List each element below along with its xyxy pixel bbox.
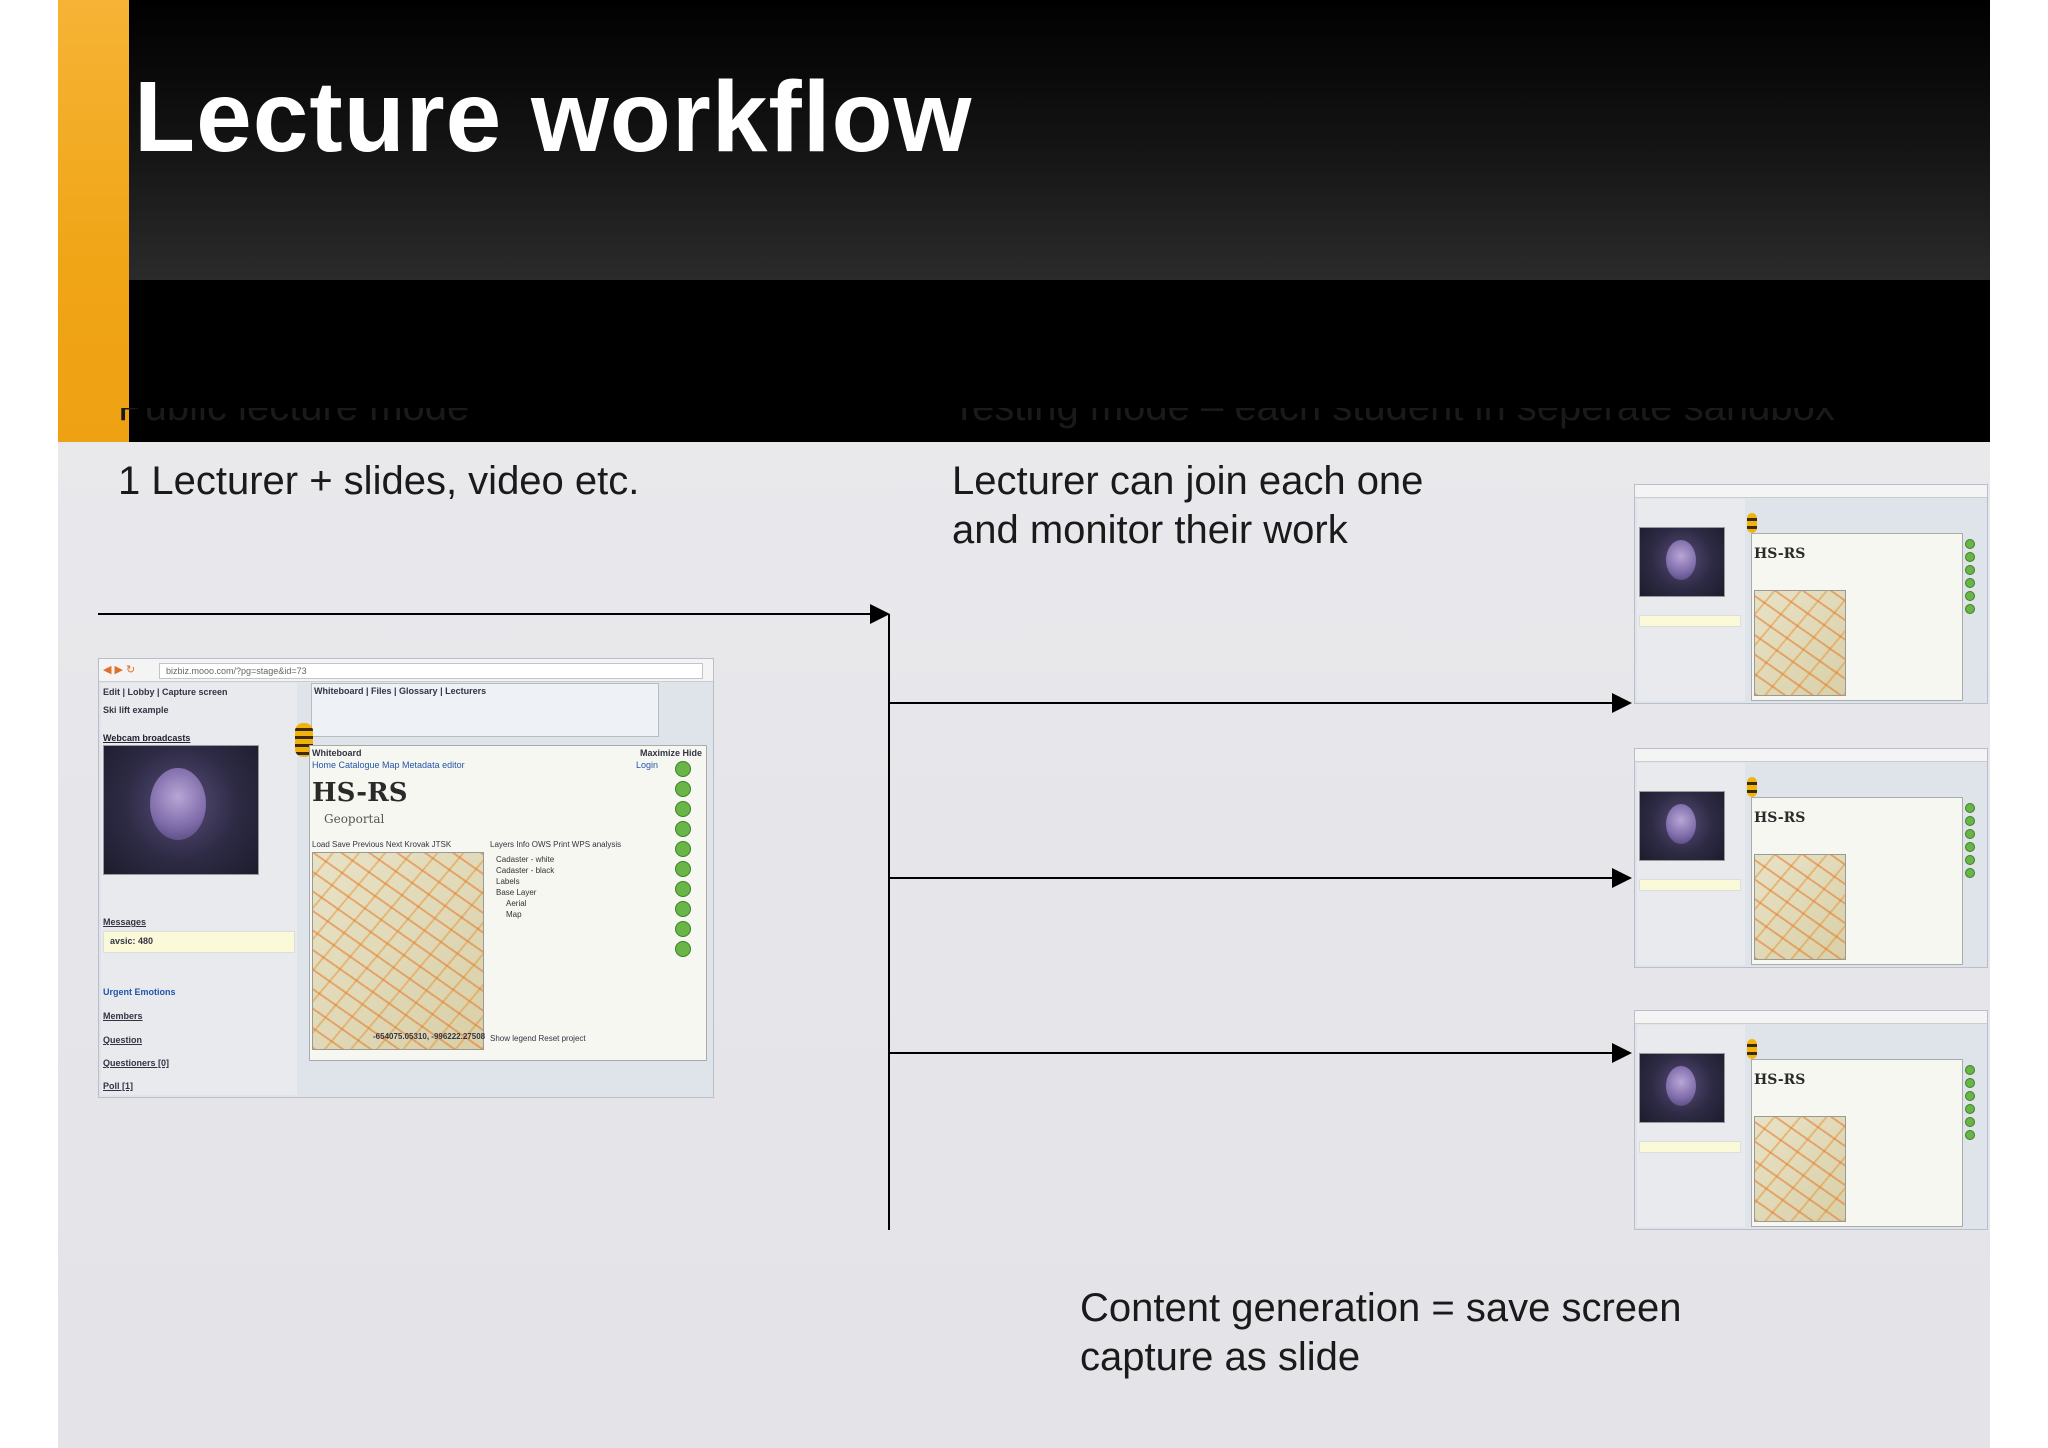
right-line-3: and monitor their work <box>952 508 1348 552</box>
hs-rs-logo: HS-RS <box>1754 1072 1806 1088</box>
login-link: Login <box>635 760 658 770</box>
address-bar: bizbiz.mooo.com/?pg=stage&id=73 <box>159 663 703 679</box>
top-tabs: Whiteboard | Files | Glossary | Lecturer… <box>314 686 487 696</box>
webcam-label: Webcam broadcasts <box>103 733 191 743</box>
app-menu: Home Catalogue Map Metadata editor <box>312 760 465 770</box>
whiteboard-panel: Whiteboard Maximize Hide Home Catalogue … <box>309 745 707 1061</box>
layer-item: Labels <box>496 877 520 886</box>
footer-line-1: Content generation = save screen <box>1080 1286 1682 1330</box>
orange-accent-bar <box>58 0 130 442</box>
whiteboard-label: Whiteboard <box>312 748 362 758</box>
bee-mascot-icon <box>1747 513 1757 533</box>
layer-item: Map <box>506 910 522 919</box>
face <box>150 768 206 840</box>
sandbox-screenshot-3: HS-RS <box>1634 1010 1988 1230</box>
left-heading-clip: Public lecture mode <box>118 408 469 445</box>
green-tool-buttons <box>675 761 691 957</box>
bee-mascot-icon <box>1747 777 1757 797</box>
left-heading: Public lecture mode <box>118 408 469 432</box>
right-heading: Testing mode – each student in seperate … <box>952 408 1835 432</box>
message-box: avsic: 480 <box>103 931 295 953</box>
back-forward-icon: ◀ ▶ ↻ <box>103 664 136 676</box>
message-text: avsic: 480 <box>110 936 154 946</box>
left-column: Edit | Lobby | Capture screen Ski lift e… <box>101 683 297 1095</box>
sidebar-item-questioners: Questioners [0] <box>103 1058 170 1068</box>
layer-list: Cadaster - white Cadaster - black Labels… <box>496 854 554 920</box>
sidebar-item-members: Members <box>103 1011 143 1021</box>
layer-item: Cadaster - black <box>496 866 555 875</box>
layer-item: Aerial <box>506 899 527 908</box>
messages-label: Messages <box>103 917 147 927</box>
sandbox-screenshot-1: HS-RS <box>1634 484 1988 704</box>
layer-item: Base Layer <box>496 888 537 897</box>
workflow-arrows <box>98 604 1632 1230</box>
chat-tabs: Urgent Emotions <box>103 987 176 997</box>
sandbox-screenshot-2: HS-RS <box>1634 748 1988 968</box>
map-view: -654075.05310, -996222.27508 <box>312 852 486 1050</box>
lesson-name: Ski lift example <box>103 705 169 715</box>
slide-thumbnails: Whiteboard | Files | Glossary | Lecturer… <box>311 683 659 737</box>
maximize-hide: Maximize Hide <box>639 748 702 758</box>
map-toolbar: Load Save Previous Next Krovak JTSK <box>312 840 452 849</box>
map-footer: Show legend Reset project <box>490 1034 586 1043</box>
slide-title: Lecture workflow <box>134 61 973 173</box>
bee-mascot-icon <box>295 723 313 757</box>
map-coordinates: -654075.05310, -996222.27508 <box>373 1032 486 1041</box>
layer-tabs: Layers Info OWS Print WPS analysis <box>490 840 622 849</box>
footer-line-2: capture as slide <box>1080 1335 1361 1379</box>
browser-toolbar: ◀ ▶ ↻ bizbiz.mooo.com/?pg=stage&id=73 <box>99 659 713 682</box>
right-line-2: Lecturer can join each one <box>952 459 1424 503</box>
title-header <box>129 0 1990 442</box>
sidebar-item-poll: Poll [1] <box>103 1081 134 1091</box>
bee-mascot-icon <box>1747 1039 1757 1059</box>
webcam-video <box>103 745 259 875</box>
geoportal-label: Geoportal <box>324 812 385 826</box>
hs-rs-logo: HS-RS <box>312 778 408 808</box>
slide: Lecture workflow Public lecture mode 1 L… <box>58 0 1990 1448</box>
left-line-2: 1 Lecturer + slides, video etc. <box>118 459 640 503</box>
lecture-screenshot: ◀ ▶ ↻ bizbiz.mooo.com/?pg=stage&id=73 Ed… <box>98 658 714 1098</box>
hs-rs-logo: HS-RS <box>1754 810 1806 826</box>
layer-item: Cadaster - white <box>496 855 555 864</box>
right-heading-clip: Testing mode – each student in seperate … <box>952 408 1835 445</box>
sidebar-item-question: Question <box>103 1035 143 1045</box>
top-menu: Edit | Lobby | Capture screen <box>103 687 228 697</box>
hs-rs-logo: HS-RS <box>1754 546 1806 562</box>
